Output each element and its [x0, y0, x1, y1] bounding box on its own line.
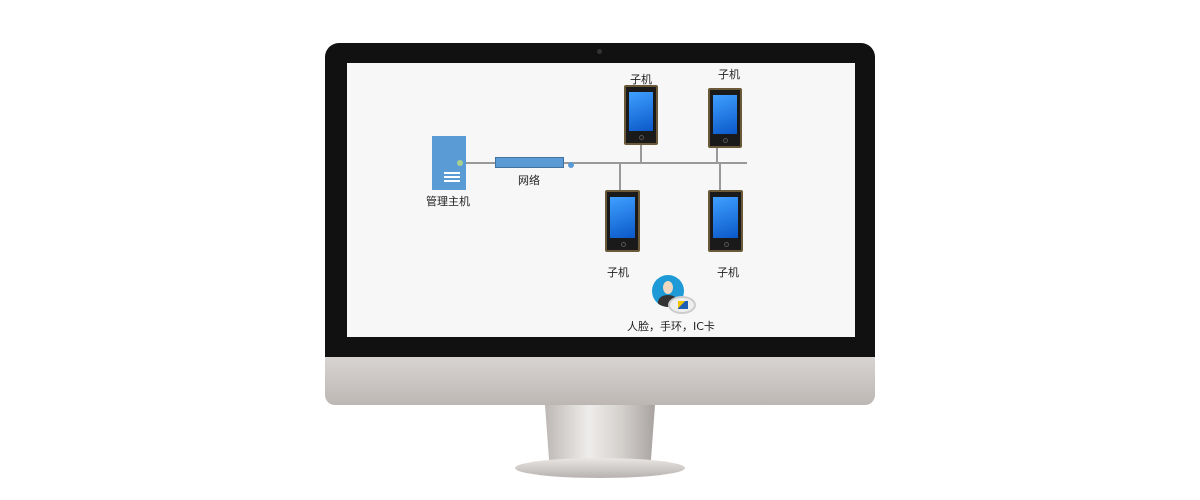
device-terminal: [605, 190, 640, 252]
monitor-chin: [325, 357, 875, 405]
connector-line: [640, 145, 642, 162]
device-terminal: [708, 88, 742, 148]
host-label: 管理主机: [426, 195, 470, 208]
wristband-card-icon: [668, 296, 696, 314]
device-terminal: [624, 85, 658, 145]
network-bar: [495, 157, 564, 168]
device-label: 子机: [718, 68, 740, 81]
device-label: 子机: [717, 266, 739, 279]
connector-line: [716, 148, 718, 162]
device-label: 子机: [630, 73, 652, 86]
monitor-screen: [347, 63, 855, 337]
connector-line: [619, 162, 621, 190]
camera-icon: [597, 49, 602, 54]
device-terminal: [708, 190, 743, 252]
connector-line: [719, 162, 721, 190]
monitor-stand: [545, 405, 655, 465]
network-label: 网络: [518, 174, 540, 187]
server-icon: [432, 136, 466, 190]
device-label: 子机: [607, 266, 629, 279]
monitor-base: [515, 458, 685, 478]
network-line: [466, 162, 747, 164]
network-port-dot: [568, 162, 574, 168]
credentials-label: 人脸，手环，IC卡: [627, 320, 715, 333]
